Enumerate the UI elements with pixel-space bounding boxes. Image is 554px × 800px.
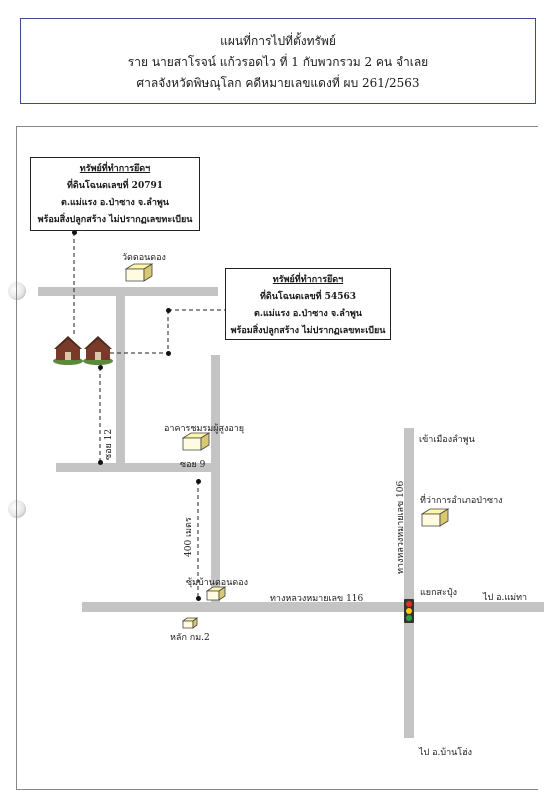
soi-12-road [116,296,125,468]
property-1-deed: ที่ดินโฉนดเลขที่ 20791 [66,181,163,191]
traffic-light-icon [404,599,414,623]
map-frame [16,126,538,790]
property-1-note: พร้อมสิ่งปลูกสร้าง ไม่ปรากฏเลขทะเบียน [37,215,193,225]
highway-116-label: ทางหลวงหมายเลข 116 [270,594,364,604]
highway-116-road [82,602,544,612]
property-2-title: ทรัพย์ที่ทำการยึดฯ [272,275,344,285]
property-2-note: พร้อมสิ่งปลูกสร้าง ไม่ปรากฏเลขทะเบียน [230,326,386,336]
village-arch-icon [205,586,227,601]
south-direction-label: ไป อ.บ้านโฮ่ง [419,748,473,758]
elderly-hall-label: อาคารชมรมผู้สูงอายุ [164,424,245,434]
soi-9-label: ซอย 9 [180,460,206,470]
defendant-line: ราย นายสาโรจน์ แก้วรอดไว ที่ 1 กับพวกรวม… [127,55,429,69]
leader-dot [165,307,171,313]
elderly-hall-building-icon [181,432,211,451]
temple-road [38,287,218,296]
north-direction-label: เข้าเมืองลำพูน [419,435,475,445]
property-2-deed: ที่ดินโฉนดเลขที่ 54563 [259,292,356,302]
km-post-label: หลัก กม.2 [170,633,210,643]
km-post-icon [181,617,199,629]
temple-building-icon [124,263,154,282]
leader-dot [97,364,103,370]
property-box-1: ทรัพย์ที่ทำการยึดฯ ที่ดินโฉนดเลขที่ 2079… [30,157,200,231]
punch-hole-lower [8,500,26,518]
leader-dot [71,229,77,235]
court-case-line: ศาลจังหวัดพิษณุโลก คดีหมายเลขแดงที่ ผบ 2… [136,76,420,90]
soi-9-road [56,463,220,472]
district-office-building-icon [420,508,450,527]
village-arch-label: ซุ้มบ้านดอนดอง [186,578,249,588]
village-road [211,355,220,605]
leader-dot [195,595,201,601]
map-header: แผนที่การไปที่ตั้งทรัพย์ ราย นายสาโรจน์ … [20,18,536,104]
map-title: แผนที่การไปที่ตั้งทรัพย์ [220,34,336,48]
highway-106-road [404,428,414,738]
leader-dot [165,350,171,356]
east-direction-label: ไป อ.แม่ทา [483,593,528,603]
distance-label: 400 เมตร [184,517,194,557]
punch-hole-upper [8,282,26,300]
soi-12-label: ซอย 12 [104,428,114,460]
property-2-location: ต.แม่แรง อ.ป่าซาง จ.ลำพูน [254,309,362,319]
leader-dot [195,478,201,484]
intersection-label: แยกสะปุ๋ง [420,588,457,598]
house-icon [53,336,113,365]
leader-dot [97,459,103,465]
property-1-location: ต.แม่แรง อ.ป่าซาง จ.ลำพูน [61,198,169,208]
district-office-label: ที่ว่าการอำเภอป่าซาง [420,496,503,506]
property-box-2: ทรัพย์ที่ทำการยึดฯ ที่ดินโฉนดเลขที่ 5456… [225,268,391,340]
highway-106-label: ทางหลวงหมายเลข 106 [396,480,406,574]
property-1-title: ทรัพย์ที่ทำการยึดฯ [79,164,151,174]
temple-label: วัดดอนดอง [122,253,166,263]
